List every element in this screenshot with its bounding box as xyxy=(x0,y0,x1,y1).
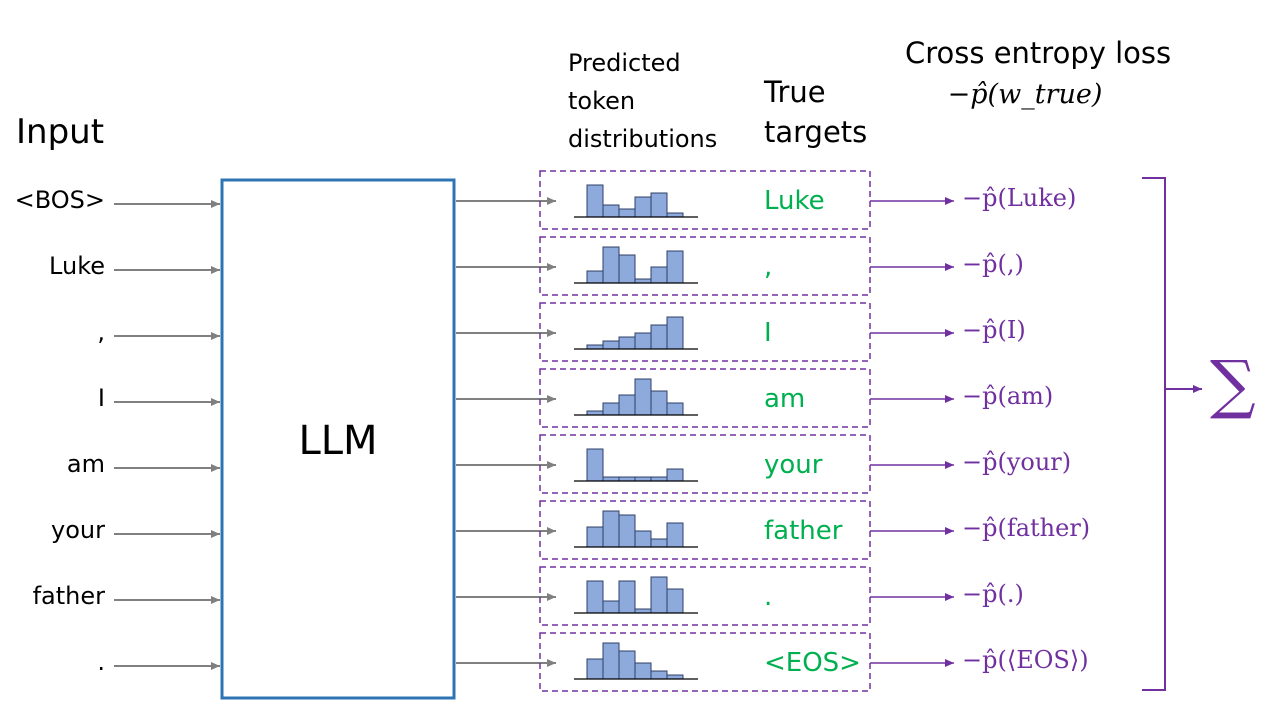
distribution-bar xyxy=(586,448,604,482)
prediction-row-box xyxy=(539,632,871,692)
target-token: , xyxy=(764,252,773,282)
distribution-bar xyxy=(586,184,604,218)
distribution-bar xyxy=(666,522,684,548)
distribution-bar xyxy=(618,514,636,548)
input-token: your xyxy=(51,516,105,544)
loss-term: −p̂(your) xyxy=(962,448,1072,476)
prediction-row-box xyxy=(539,434,871,494)
distribution-bar xyxy=(602,204,620,218)
distribution-bar xyxy=(650,192,668,218)
distribution-bar xyxy=(650,390,668,416)
distribution-bar xyxy=(618,336,636,350)
distribution-bar xyxy=(602,402,620,416)
distribution-bar xyxy=(586,270,604,284)
distribution-bar xyxy=(602,510,620,548)
distribution-bar xyxy=(618,394,636,416)
distribution-bar xyxy=(650,576,668,614)
cross-entropy-formula: −p̂(w_true) xyxy=(947,79,1103,110)
distribution-bar xyxy=(650,538,668,548)
llm-label: LLM xyxy=(298,418,378,464)
rows-layer xyxy=(114,170,954,692)
cross-entropy-title: Cross entropy loss xyxy=(905,36,1172,70)
target-token: Luke xyxy=(764,186,825,216)
predicted-header: Predicted token distributions xyxy=(568,49,718,153)
distribution-bar xyxy=(586,526,604,548)
target-token: father xyxy=(764,516,843,546)
llm-box xyxy=(220,178,456,700)
distribution-bar xyxy=(618,208,636,218)
input-token: am xyxy=(66,450,105,478)
distribution-bar xyxy=(618,650,636,680)
loss-term: −p̂(am) xyxy=(962,382,1054,410)
prediction-row-box xyxy=(539,500,871,560)
distribution-bar xyxy=(602,340,620,350)
input-token: Luke xyxy=(49,252,105,280)
distribution-bar xyxy=(602,600,620,614)
distribution-bar xyxy=(634,530,652,548)
distribution-bar xyxy=(586,658,604,680)
target-token: am xyxy=(764,384,806,414)
distribution-bar xyxy=(602,246,620,284)
input-token: , xyxy=(97,318,105,346)
distribution-bar xyxy=(634,378,652,416)
input-token: <BOS> xyxy=(14,186,105,214)
distribution-bar xyxy=(634,332,652,350)
target-token: . xyxy=(764,582,773,612)
prediction-row-box xyxy=(539,170,871,230)
prediction-row-box xyxy=(539,302,871,362)
distribution-bar xyxy=(634,196,652,218)
loss-term: −p̂(Luke) xyxy=(962,184,1077,212)
true-targets-header: True targets xyxy=(764,75,868,149)
input-header: Input xyxy=(16,112,105,152)
distribution-bar xyxy=(650,670,668,680)
input-token: father xyxy=(32,582,105,610)
loss-term: −p̂(,) xyxy=(962,250,1024,278)
prediction-row-box xyxy=(539,236,871,296)
target-token: <EOS> xyxy=(764,648,861,678)
distribution-bar xyxy=(666,250,684,284)
sum-bracket xyxy=(1142,177,1166,691)
distribution-bar xyxy=(650,324,668,350)
distribution-bar xyxy=(634,662,652,680)
loss-term: −p̂(I) xyxy=(962,316,1026,344)
distribution-bar xyxy=(618,254,636,284)
loss-term: −p̂(.) xyxy=(962,580,1024,608)
distribution-bar xyxy=(666,588,684,614)
input-token: . xyxy=(97,648,105,676)
cross-entropy-header: Cross entropy loss −p̂(w_true) xyxy=(905,32,1172,116)
distribution-bar xyxy=(650,266,668,284)
target-token: I xyxy=(764,318,772,348)
distribution-bar xyxy=(602,642,620,680)
loss-term: −p̂(⟨EOS⟩) xyxy=(962,646,1089,674)
distribution-bar xyxy=(666,402,684,416)
distribution-bar xyxy=(666,468,684,482)
distribution-bar xyxy=(618,580,636,614)
target-token: your xyxy=(764,450,823,480)
sum-icon: ∑ xyxy=(1210,348,1256,422)
input-token: I xyxy=(97,384,105,412)
prediction-row-box xyxy=(539,566,871,626)
distribution-bar xyxy=(586,580,604,614)
loss-term: −p̂(father) xyxy=(962,514,1091,542)
prediction-row-box xyxy=(539,368,871,428)
distribution-bar xyxy=(666,316,684,350)
